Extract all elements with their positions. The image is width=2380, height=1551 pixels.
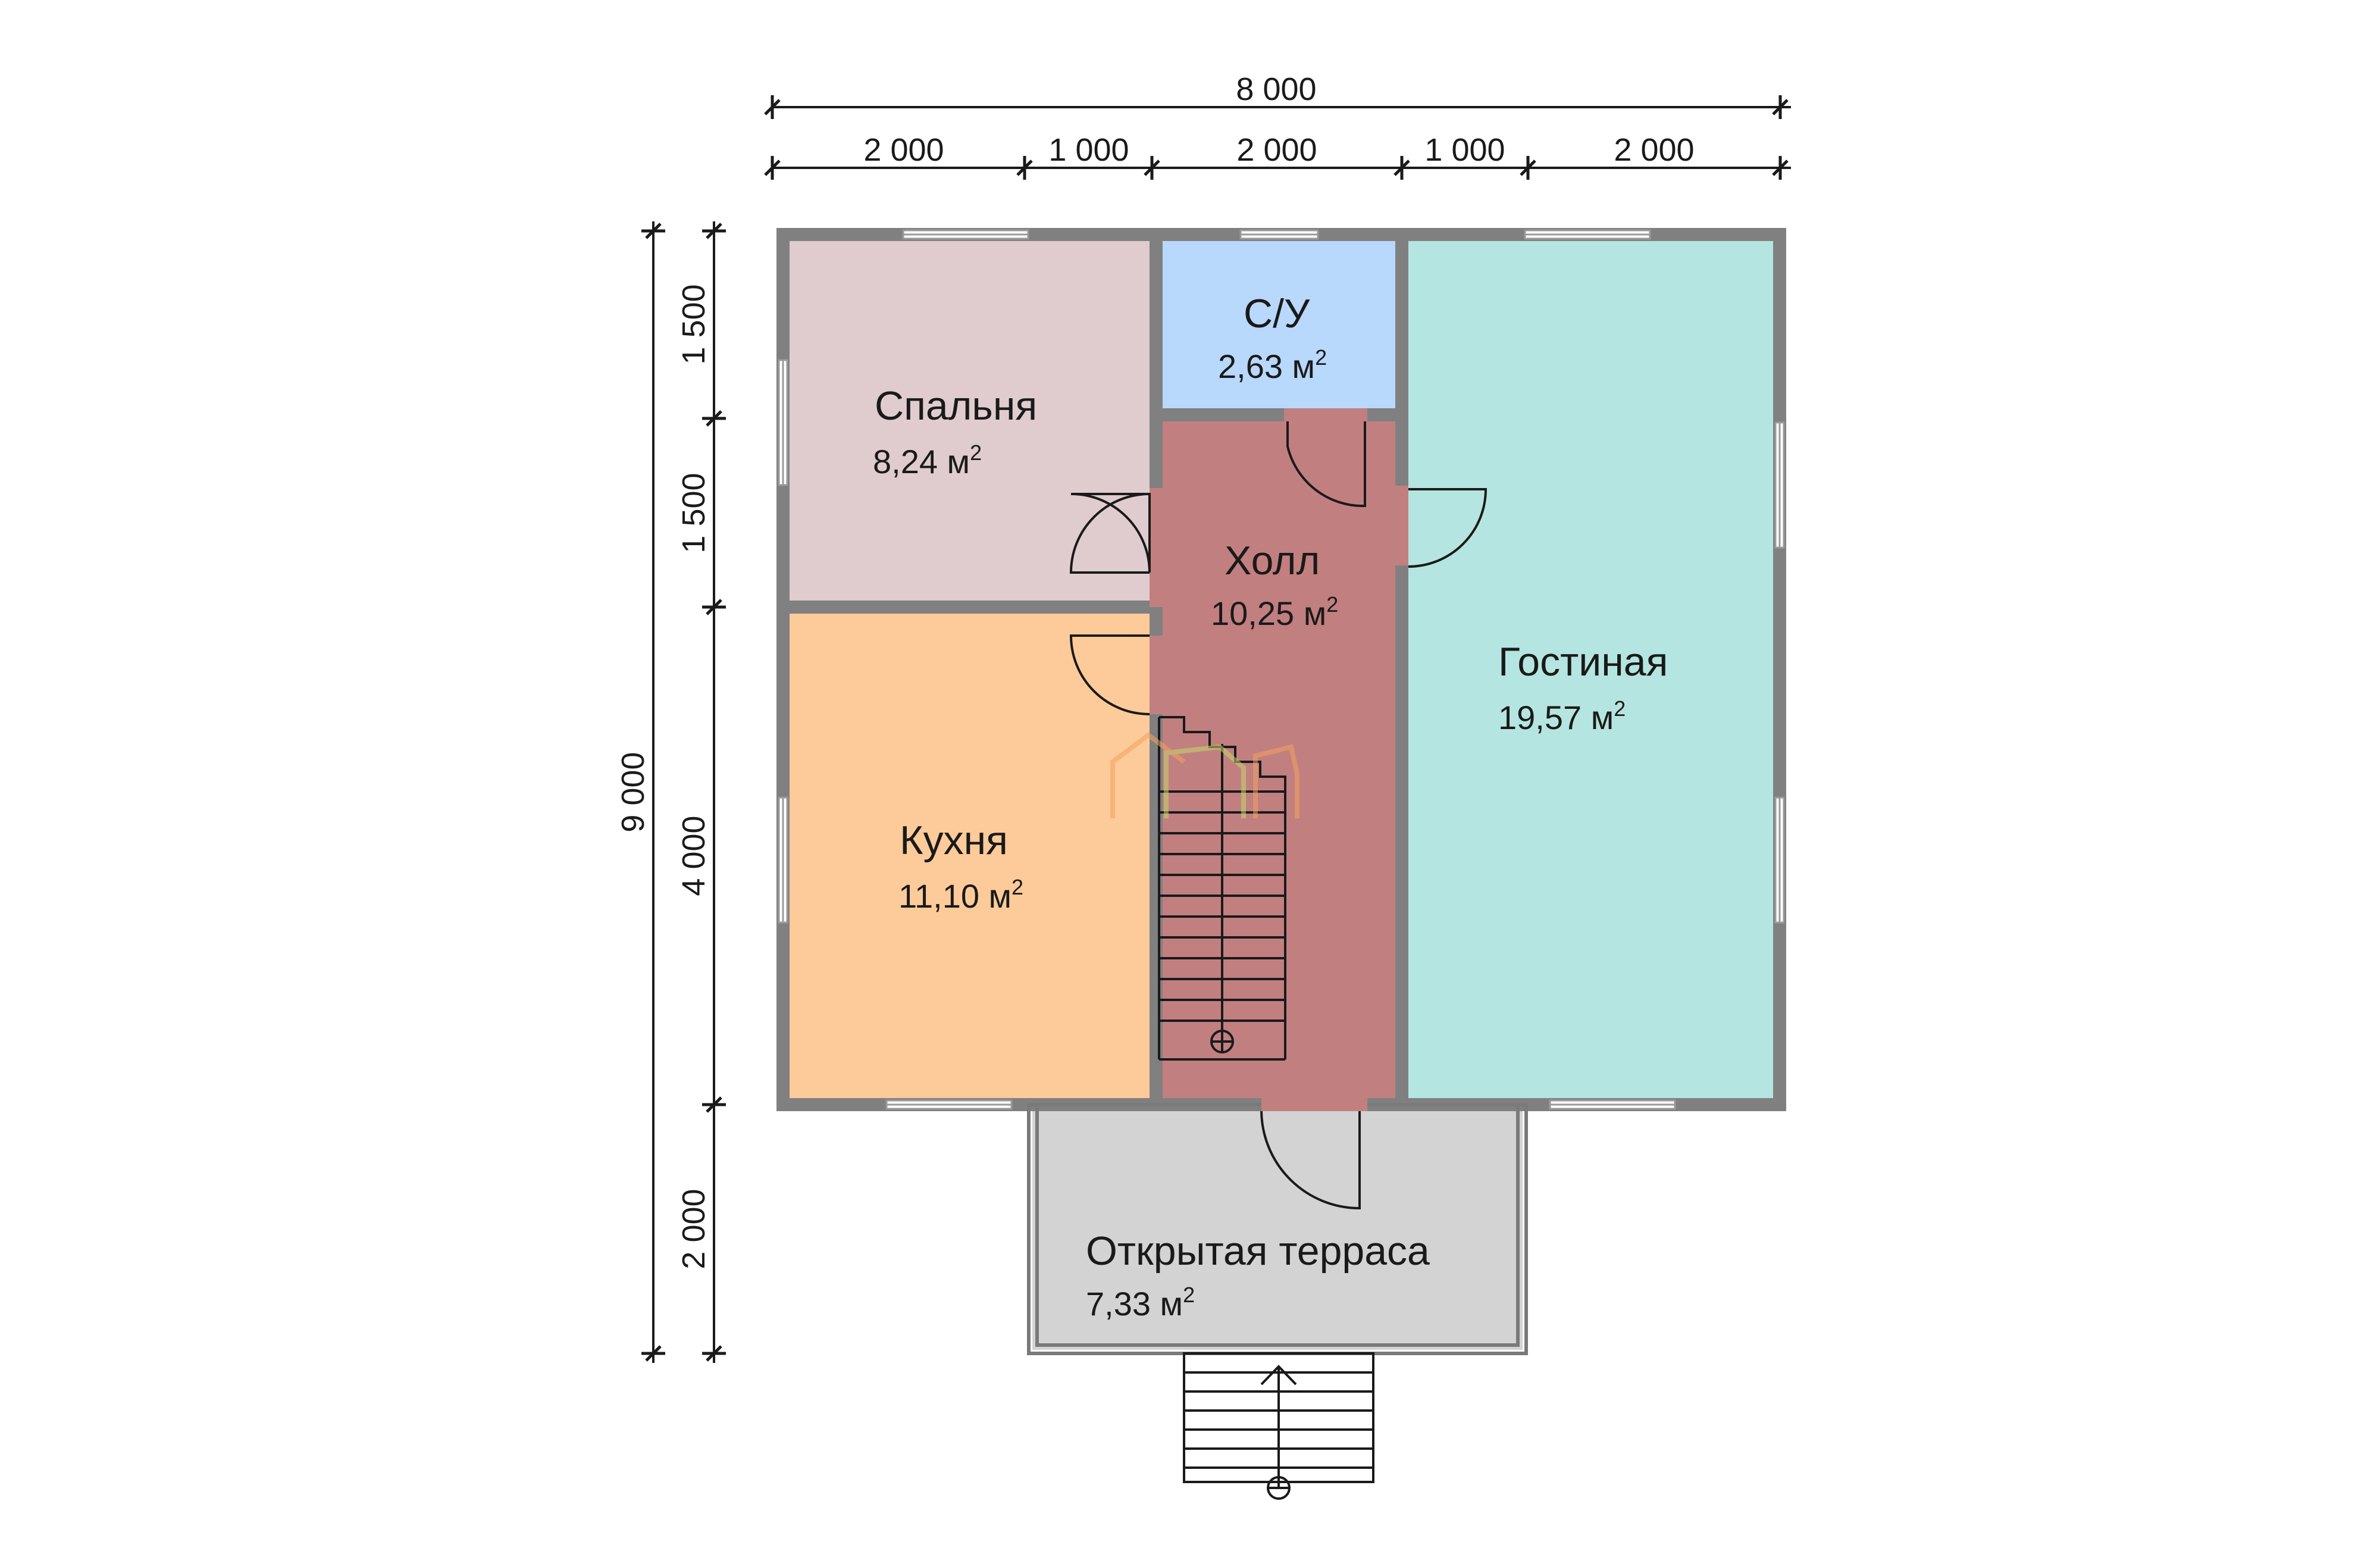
- windows: [778, 229, 1785, 1110]
- room-area-bedroom: 8,24 м2: [873, 440, 982, 480]
- room-name-kitchen: Кухня: [900, 818, 1008, 863]
- room-area-hall: 10,25 м2: [1211, 592, 1338, 632]
- dim-width-2: 1 000: [1048, 132, 1129, 168]
- room-hall: [1159, 418, 1399, 1098]
- dim-depth-2: 1 500: [676, 473, 712, 553]
- room-area-living: 19,57 м2: [1498, 696, 1626, 736]
- dim-depth-3: 4 000: [676, 815, 712, 896]
- dim-width-1: 2 000: [863, 132, 944, 168]
- room-area-bathroom: 2,63 м2: [1218, 345, 1327, 385]
- room-labels: Спальня 8,24 м2 С/У 2,63 м2 Холл 10,25 м…: [873, 291, 1668, 1322]
- dim-width-4: 1 000: [1424, 132, 1505, 168]
- room-name-living: Гостиная: [1498, 639, 1668, 684]
- room-name-hall: Холл: [1225, 538, 1320, 583]
- dimensions-top: 8 000 2 000 1 000 2 000 1 000 2 000: [764, 71, 1791, 180]
- room-bathroom: [1160, 241, 1396, 412]
- room-name-terrace: Открытая терраса: [1086, 1228, 1430, 1274]
- door-swings: [1069, 421, 1488, 1210]
- room-kitchen: [790, 611, 1153, 1098]
- room-living: [1407, 241, 1773, 1098]
- dimensions-left: 9 000 1 500 1 500 4 000 2 000: [615, 221, 726, 1363]
- room-name-bedroom: Спальня: [875, 383, 1037, 429]
- dim-depth-1: 1 500: [676, 284, 712, 364]
- stair-arrow-icon: [1260, 1365, 1297, 1386]
- dim-width-3: 2 000: [1236, 132, 1317, 168]
- dim-overall-width: 8 000: [1236, 71, 1316, 107]
- room-name-bathroom: С/У: [1244, 291, 1310, 336]
- door-openings: [1150, 408, 1408, 1111]
- entry-steps: [1183, 1352, 1374, 1500]
- dim-depth-4: 2 000: [676, 1189, 712, 1269]
- room-bedroom: [790, 241, 1153, 603]
- dim-width-5: 2 000: [1614, 132, 1694, 168]
- interior-stair: [1158, 716, 1286, 1061]
- room-area-terrace: 7,33 м2: [1086, 1283, 1195, 1322]
- dim-overall-depth: 9 000: [615, 752, 651, 832]
- room-area-kitchen: 11,10 м2: [898, 875, 1023, 915]
- logo-watermark-icon: [1110, 732, 1299, 818]
- room-terrace: [1032, 1107, 1523, 1350]
